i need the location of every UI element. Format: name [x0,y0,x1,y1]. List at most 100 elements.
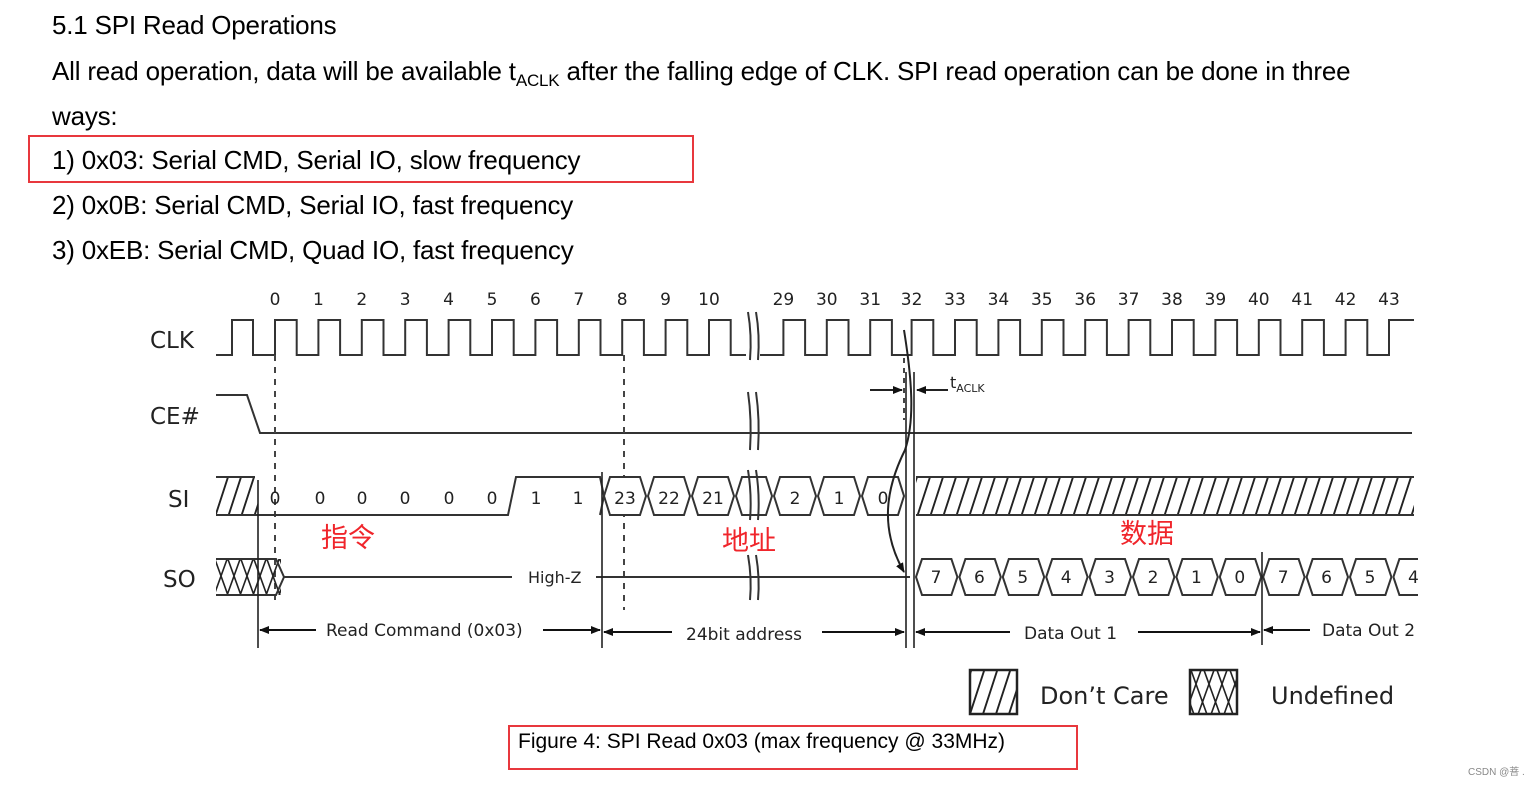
intro-paragraph-continued: ways: [52,101,118,131]
so-data-cell [1045,558,1089,596]
annotation-address: 地址 [722,526,776,557]
si-address-bit: 21 [702,489,724,509]
ce-waveform [216,394,1412,434]
clock-number: 4 [443,290,454,310]
si-address-bit: 22 [658,489,680,509]
clock-number: 42 [1335,290,1357,310]
si-address-bit: 1 [834,489,845,509]
so-waveform [216,558,910,596]
so-undefined-lead [216,559,281,595]
phase-label-address: 24bit address [686,625,802,645]
aclk-causal-arrow [887,329,913,573]
si-address-cell [860,476,906,516]
clk-waveform [216,319,1414,356]
so-data-bit: 4 [1408,568,1419,588]
legend-undefined-label: Undefined [1271,682,1394,710]
high-z-label: High-Z [528,568,582,587]
so-data-bit: 4 [1061,568,1072,588]
clock-number: 29 [773,290,795,310]
si-address-bit: 23 [614,489,636,509]
annotation-data: 数据 [1120,519,1174,550]
mode-item-2: 2) 0x0B: Serial CMD, Serial IO, fast fre… [52,190,574,220]
so-data-bit: 3 [1104,568,1115,588]
intro-text-subscript: ACLK [515,71,560,90]
so-data-bit: 5 [1365,568,1376,588]
clock-number: 32 [901,290,923,310]
si-address-cell-break [734,476,774,516]
clock-number: 9 [660,290,671,310]
clock-number: 40 [1248,290,1270,310]
clock-number: 37 [1118,290,1140,310]
so-data-bit: 6 [974,568,985,588]
phase-label-data-1: Data Out 1 [1024,624,1117,644]
so-data-cell [958,558,1002,596]
clock-number: 38 [1161,290,1183,310]
signal-label-clk: CLK [150,328,195,354]
phase-read-command: Read Command (0x03) [259,621,601,641]
si-address-bit: 0 [878,489,889,509]
clock-number: 34 [988,290,1010,310]
si-command-bit: 0 [270,489,281,509]
time-break-marks [747,311,760,601]
so-data-cell [1348,558,1393,596]
clock-number: 6 [530,290,541,310]
legend-dont-care-label: Don’t Care [1040,682,1169,710]
mode-highlight-box [28,135,694,183]
clock-number: 30 [816,290,838,310]
phase-data-out-1: Data Out 1 [915,624,1261,644]
si-address-cell [816,476,862,516]
so-data-bit: 7 [1278,568,1289,588]
si-address-cell [772,476,818,516]
phase-address: 24bit address [603,625,905,645]
intro-text-post: after the falling edge of CLK. SPI read … [559,56,1351,86]
so-data-cell [1175,558,1219,596]
section-heading: 5.1 SPI Read Operations [52,10,337,40]
clock-number: 3 [400,290,411,310]
so-data-bit: 0 [1234,568,1245,588]
so-data-cell [1001,558,1046,596]
si-command-bit: 1 [573,489,584,509]
clock-number: 2 [356,290,367,310]
si-dont-care-lead [216,477,258,515]
so-data-bit: 7 [931,568,942,588]
signal-label-ce: CE# [150,404,200,430]
clock-number: 7 [573,290,584,310]
si-address-cell [690,476,736,516]
phase-data-out-2: Data Out 2 [1263,621,1415,641]
si-address-bit: 2 [790,489,801,509]
mode-item-1: 1) 0x03: Serial CMD, Serial IO, slow fre… [52,145,581,175]
so-data-cell [1392,558,1418,596]
clock-number: 0 [270,290,281,310]
clock-number: 36 [1074,290,1096,310]
si-address-cell [602,476,648,516]
clock-number: 39 [1205,290,1227,310]
phase-label-command: Read Command (0x03) [326,621,523,641]
clock-number: 33 [944,290,966,310]
clock-number: 43 [1378,290,1400,310]
clock-number: 8 [617,290,628,310]
signal-label-si: SI [168,487,189,513]
so-data-bit: 1 [1191,568,1202,588]
si-command-bit: 0 [357,489,368,509]
mode-item-3: 3) 0xEB: Serial CMD, Quad IO, fast frequ… [52,235,574,265]
phase-label-data-2: Data Out 2 [1322,621,1415,641]
si-command-bit: 0 [315,489,326,509]
si-dont-care-tail [916,477,1414,515]
so-data-cell [1262,558,1306,596]
so-data-cell [914,558,959,596]
legend: Don’t Care Undefined [968,668,1394,716]
clock-number: 41 [1291,290,1313,310]
si-command-bit: 1 [531,489,542,509]
si-command-bit: 0 [487,489,498,509]
si-command-bit: 0 [444,489,455,509]
so-data-bit: 2 [1148,568,1159,588]
caption-highlight-box [508,725,1078,770]
so-data-cell [1088,558,1133,596]
si-address-cell [646,476,692,516]
clock-number: 1 [313,290,324,310]
so-data-bit: 5 [1017,568,1028,588]
clock-number: 10 [698,290,720,310]
figure-caption: Figure 4: SPI Read 0x03 (max frequency @… [518,730,1006,753]
so-data-cell [1305,558,1350,596]
